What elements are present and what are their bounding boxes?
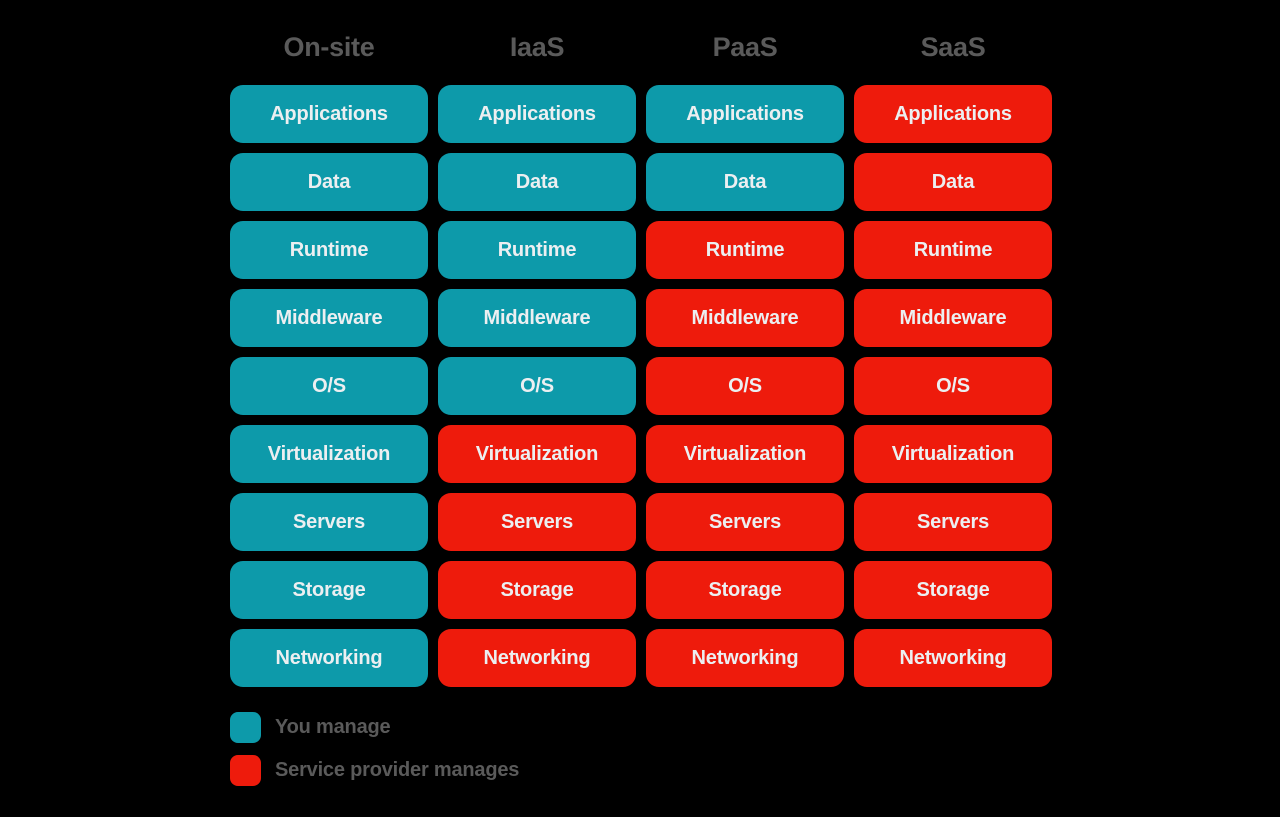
- cell-paas-runtime: Runtime: [646, 221, 844, 279]
- cell-saas-networking: Networking: [854, 629, 1052, 687]
- cell-iaas-virtualization: Virtualization: [438, 425, 636, 483]
- legend-label-you-manage: You manage: [275, 716, 391, 738]
- legend-swatch-provider-manages: [230, 755, 261, 786]
- cell-on-site-data: Data: [230, 153, 428, 211]
- column-header-paas: PaaS: [712, 32, 778, 62]
- cell-saas-virtualization: Virtualization: [854, 425, 1052, 483]
- legend-label-provider-manages: Service provider manages: [275, 759, 520, 781]
- cell-paas-networking: Networking: [646, 629, 844, 687]
- column-header-row: On-site IaaS PaaS SaaS: [230, 22, 1052, 72]
- cell-on-site-networking: Networking: [230, 629, 428, 687]
- cell-saas-runtime: Runtime: [854, 221, 1052, 279]
- cell-saas-servers: Servers: [854, 493, 1052, 551]
- cell-iaas-data: Data: [438, 153, 636, 211]
- cell-saas-middleware: Middleware: [854, 289, 1052, 347]
- legend-item-you-manage: You manage: [230, 712, 519, 743]
- cell-paas-data: Data: [646, 153, 844, 211]
- cell-on-site-servers: Servers: [230, 493, 428, 551]
- column-header-saas: SaaS: [920, 32, 986, 62]
- legend: You manage Service provider manages: [230, 712, 519, 786]
- cell-on-site-virtualization: Virtualization: [230, 425, 428, 483]
- column-header-iaas: IaaS: [509, 32, 565, 62]
- cell-iaas-middleware: Middleware: [438, 289, 636, 347]
- cell-iaas-storage: Storage: [438, 561, 636, 619]
- cell-paas-storage: Storage: [646, 561, 844, 619]
- cell-on-site-applications: Applications: [230, 85, 428, 143]
- cell-paas-applications: Applications: [646, 85, 844, 143]
- cell-on-site-middleware: Middleware: [230, 289, 428, 347]
- cell-iaas-o-s: O/S: [438, 357, 636, 415]
- cell-iaas-applications: Applications: [438, 85, 636, 143]
- column-header-on-site: On-site: [283, 32, 375, 62]
- legend-item-provider-manages: Service provider manages: [230, 755, 519, 786]
- cell-on-site-o-s: O/S: [230, 357, 428, 415]
- cell-saas-storage: Storage: [854, 561, 1052, 619]
- cell-on-site-storage: Storage: [230, 561, 428, 619]
- cell-saas-data: Data: [854, 153, 1052, 211]
- cell-paas-middleware: Middleware: [646, 289, 844, 347]
- legend-swatch-you-manage: [230, 712, 261, 743]
- cell-paas-servers: Servers: [646, 493, 844, 551]
- cell-saas-o-s: O/S: [854, 357, 1052, 415]
- cell-iaas-servers: Servers: [438, 493, 636, 551]
- cell-paas-virtualization: Virtualization: [646, 425, 844, 483]
- cell-paas-o-s: O/S: [646, 357, 844, 415]
- cell-iaas-runtime: Runtime: [438, 221, 636, 279]
- cell-saas-applications: Applications: [854, 85, 1052, 143]
- cell-iaas-networking: Networking: [438, 629, 636, 687]
- cell-on-site-runtime: Runtime: [230, 221, 428, 279]
